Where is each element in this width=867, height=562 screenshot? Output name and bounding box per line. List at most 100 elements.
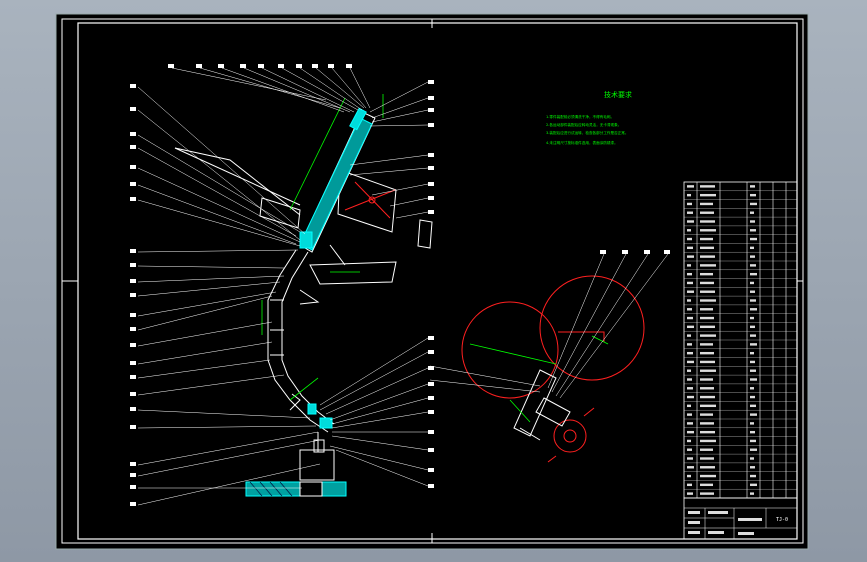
bom-cell-text bbox=[687, 255, 694, 258]
bom-cell-text bbox=[750, 395, 755, 399]
bom-cell-text bbox=[750, 483, 757, 487]
title-block: TJ-0 bbox=[683, 497, 798, 540]
bom-cell-text bbox=[750, 430, 755, 434]
bom-cell-text bbox=[750, 325, 755, 329]
bom-cell-text bbox=[750, 272, 757, 276]
bom-cell-text bbox=[700, 343, 713, 346]
bom-cell-text bbox=[750, 264, 756, 267]
bom-cell-text bbox=[687, 193, 691, 197]
bom-cell-text bbox=[687, 430, 694, 434]
bom-cell-text bbox=[700, 483, 713, 487]
bom-cell-text bbox=[700, 360, 715, 364]
bom-cell-text bbox=[750, 193, 756, 197]
bom-cell-text bbox=[700, 246, 714, 250]
bom-cell-text bbox=[700, 422, 714, 425]
bom-cell-text bbox=[687, 290, 694, 293]
bom-cell-text bbox=[750, 360, 755, 364]
bom-cell-text bbox=[750, 185, 755, 188]
bom-cell-text bbox=[687, 378, 692, 381]
bom-cell-text bbox=[700, 272, 713, 276]
bom-cell-text bbox=[687, 483, 692, 487]
parts-list bbox=[683, 181, 798, 499]
bom-cell-text bbox=[750, 281, 754, 285]
bom-cell-text bbox=[687, 343, 692, 346]
bom-cell-text bbox=[687, 229, 691, 232]
bom-cell-text bbox=[687, 272, 692, 276]
bom-cell-text bbox=[750, 351, 754, 355]
bom-cell-text bbox=[687, 360, 694, 364]
bom-cell-text bbox=[687, 316, 693, 320]
bom-cell-text bbox=[750, 387, 754, 390]
bom-cell-text bbox=[700, 308, 713, 311]
bom-cell-text bbox=[700, 281, 714, 285]
bom-cell-text bbox=[687, 211, 693, 214]
bom-cell-text bbox=[750, 334, 756, 337]
bom-cell-text bbox=[750, 255, 755, 258]
bom-cell-text bbox=[750, 466, 755, 469]
bom-cell-text bbox=[750, 202, 757, 206]
leader-lines-left bbox=[137, 67, 429, 506]
bom-cell-text bbox=[700, 404, 716, 408]
bom-cell-text bbox=[750, 220, 755, 223]
main-assembly bbox=[174, 94, 433, 497]
bom-cell-text bbox=[687, 281, 693, 285]
drawing-code: TJ-0 bbox=[776, 517, 788, 523]
bom-cell-text bbox=[687, 325, 694, 329]
bom-cell-text bbox=[700, 220, 715, 223]
bom-cell-text bbox=[700, 334, 716, 337]
bom-cell-text bbox=[700, 193, 716, 197]
bom-cell-text bbox=[700, 316, 714, 320]
bom-cell-text bbox=[687, 202, 692, 206]
bom-cell-text bbox=[687, 246, 693, 250]
bom-cell-text bbox=[750, 378, 757, 381]
bom-cell-text bbox=[687, 185, 694, 188]
bom-cell-text bbox=[750, 237, 757, 241]
bom-cell-text bbox=[687, 474, 691, 478]
bom-cell-text bbox=[750, 457, 754, 460]
bom-cell-text bbox=[687, 422, 693, 425]
bom-cell-text bbox=[750, 211, 754, 214]
bom-cell-text bbox=[750, 369, 756, 372]
note-line-4: 4.未注明尺寸按标准件选用，表面涂防锈漆。 bbox=[546, 140, 618, 145]
section-view bbox=[429, 250, 670, 463]
bom-cell-text bbox=[687, 369, 691, 372]
bom-cell-text bbox=[687, 387, 693, 390]
bom-cell-text bbox=[750, 439, 756, 443]
bom-cell-text bbox=[700, 413, 713, 416]
bom-cell-text bbox=[700, 448, 713, 451]
bom-cell-text bbox=[750, 343, 757, 346]
centering-marks bbox=[62, 19, 803, 543]
bom-cell-text bbox=[700, 237, 713, 241]
bom-cell-text bbox=[687, 299, 691, 302]
note-line-3: 3.装配后应进行试运转，检查各部分工作是否正常。 bbox=[546, 130, 629, 135]
bom-cell-text bbox=[700, 439, 716, 443]
bom-cell-text bbox=[687, 220, 694, 223]
bom-cell-text bbox=[700, 351, 714, 355]
bom-cell-text bbox=[700, 202, 713, 206]
bom-cell-text bbox=[700, 299, 716, 302]
bom-cell-text bbox=[750, 229, 756, 232]
bom-cell-text bbox=[700, 229, 716, 232]
note-line-1: 1.零件装配前必须清洗干净，不得有毛刺。 bbox=[546, 114, 614, 119]
bom-cell-text bbox=[750, 404, 756, 408]
bom-cell-text bbox=[750, 474, 756, 478]
bom-cell-text bbox=[687, 264, 691, 267]
bom-cell-text bbox=[750, 246, 754, 250]
technical-notes: 技术要求 1.零件装配前必须清洗干净，不得有毛刺。 2.各运动部件装配后应转动灵… bbox=[546, 90, 632, 145]
bom-cell-text bbox=[750, 290, 755, 293]
bom-cell-text bbox=[687, 466, 694, 469]
bom-cell-text bbox=[687, 413, 692, 416]
bom-cell-text bbox=[687, 237, 692, 241]
bom-cell-text bbox=[687, 334, 691, 337]
bom-cell-text bbox=[700, 395, 715, 399]
bom-cell-text bbox=[700, 474, 716, 478]
bom-cell-text bbox=[700, 211, 714, 214]
notes-title: 技术要求 bbox=[604, 90, 632, 99]
bom-cell-text bbox=[700, 369, 716, 372]
bom-cell-text bbox=[700, 290, 715, 293]
drawing-sheet bbox=[55, 13, 809, 550]
bom-cell-text bbox=[700, 466, 715, 469]
bom-cell-text bbox=[687, 395, 694, 399]
bom-cell-text bbox=[687, 351, 693, 355]
